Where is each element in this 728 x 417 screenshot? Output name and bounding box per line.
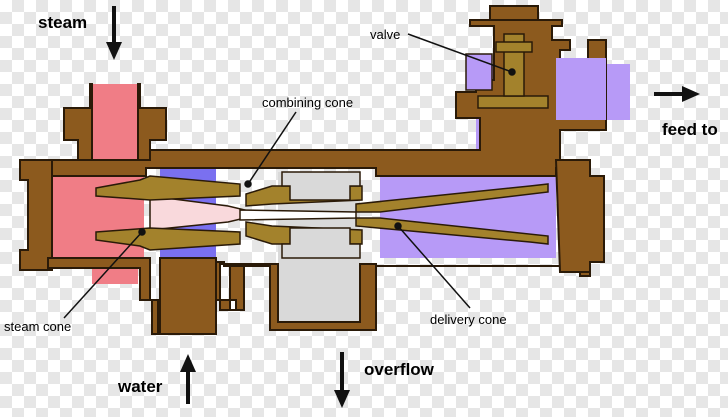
steam-arrow <box>106 6 122 60</box>
flow-arrows <box>106 6 700 408</box>
steam-cone-upper <box>95 175 241 201</box>
steam-cone-leader-dot <box>138 228 146 236</box>
delivery-cone-leader <box>397 225 471 309</box>
steam-cone-leader <box>63 231 143 319</box>
valve-disc <box>477 95 549 109</box>
delivery-cone-lower <box>355 217 549 245</box>
passages <box>149 53 606 231</box>
label-steam: steam <box>38 13 87 32</box>
label-steam-cone: steam cone <box>4 319 71 334</box>
delivery-cone-upper <box>355 183 549 213</box>
label-water: water <box>117 377 163 396</box>
combining-cone-leader <box>247 111 297 185</box>
label-delivery-cone: delivery cone <box>430 312 507 327</box>
valve-leader <box>407 33 513 73</box>
valve-passage <box>556 58 606 120</box>
overflow-lower-block <box>281 227 361 259</box>
water-arrow <box>180 354 196 404</box>
overflow-spindle <box>281 171 361 259</box>
label-overflow: overflow <box>364 360 435 379</box>
label-valve: valve <box>370 27 400 42</box>
valve-stem-collar <box>495 41 533 53</box>
body-right-wall <box>554 159 605 273</box>
overflow-upper-block <box>281 171 361 201</box>
label-combining-cone: combining cone <box>262 95 353 110</box>
body-left-wall <box>19 159 53 271</box>
delivery-cone-leader-dot <box>394 222 402 230</box>
labels: steam water overflow feed to valve combi… <box>4 13 718 396</box>
feed-arrow <box>654 86 700 102</box>
leader-lines <box>63 33 516 319</box>
combining-cone-leader-dot <box>244 180 252 188</box>
valve-bonnet <box>489 5 539 21</box>
steam-cone-lower <box>95 227 241 251</box>
valve-leader-dot <box>508 68 516 76</box>
overflow-arrow <box>334 352 350 408</box>
label-feed-to: feed to <box>662 120 718 139</box>
steam-flange <box>63 83 93 161</box>
combining-throat <box>239 209 357 221</box>
steam-flange-right <box>137 83 167 161</box>
